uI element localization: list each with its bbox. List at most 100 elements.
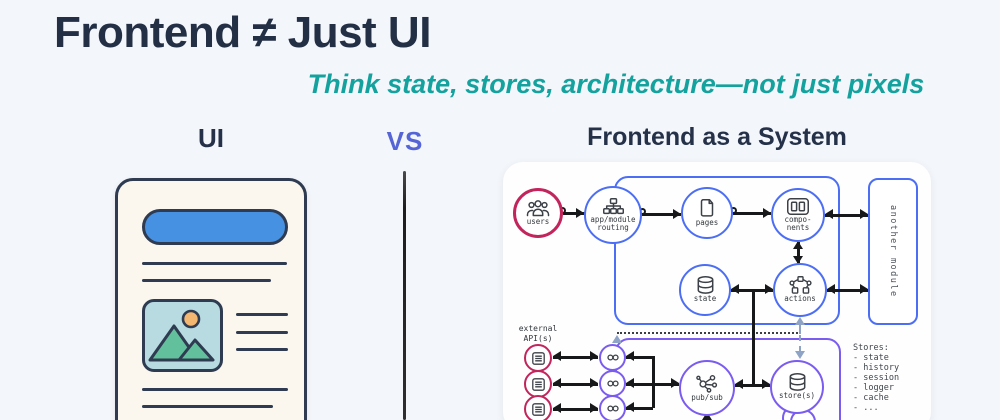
node-actions: actions (773, 263, 827, 317)
database-icon (789, 373, 805, 392)
edge-line (626, 407, 653, 410)
edge-line (553, 383, 598, 386)
edge-line (652, 356, 655, 408)
arrowhead (671, 378, 679, 388)
arrowhead (765, 284, 773, 294)
pubsub-icon (696, 374, 718, 393)
components-icon (787, 197, 809, 215)
text-line (142, 279, 271, 282)
actions-icon (788, 276, 812, 295)
pages-icon (700, 198, 714, 217)
arrowhead (735, 379, 743, 389)
wireframe-card (115, 178, 307, 420)
stores-legend-items: - state- history- session- logger- cache… (853, 353, 900, 413)
image-placeholder (142, 299, 223, 372)
arrowhead (702, 412, 712, 420)
edge-line (797, 242, 800, 263)
arrowhead (553, 351, 561, 361)
node-external-api-2 (524, 370, 552, 398)
node-users: users (513, 188, 563, 238)
api-server-icon (531, 351, 545, 365)
arrowhead (860, 209, 868, 219)
text-line (236, 313, 288, 316)
mountain-sun-icon (148, 309, 215, 362)
node-label: store(s) (778, 391, 816, 401)
stores-legend: Stores: - state- history- session- logge… (853, 343, 899, 413)
node-external-api-1 (524, 344, 552, 372)
edge-line (626, 356, 653, 359)
node-label: state (693, 294, 717, 304)
arrowhead (731, 284, 739, 294)
text-line (236, 348, 288, 351)
architecture-diagram-panel: another module (503, 162, 931, 420)
vs-label: VS (386, 126, 424, 156)
ui-column-heading: UI (198, 123, 224, 153)
vertical-divider (403, 171, 406, 420)
text-line (142, 262, 287, 265)
api-server-icon (531, 402, 545, 416)
adapter-icon (606, 405, 619, 412)
dashed-arrowhead (612, 335, 622, 343)
stores-legend-title: Stores: (853, 343, 889, 353)
users-icon (526, 199, 550, 216)
text-line (236, 331, 288, 334)
arrowhead (673, 209, 681, 219)
another-module-box: another module (868, 178, 918, 325)
node-label: compo- nents (784, 214, 812, 232)
arrowhead (553, 378, 561, 388)
page-title: Frontend ≠ Just UI (54, 8, 431, 57)
arrowhead (590, 378, 598, 388)
arrowhead (590, 351, 598, 361)
edge-line (827, 289, 868, 292)
arrowhead (626, 378, 634, 388)
dashed-arrowhead (795, 351, 805, 359)
arrowhead (825, 209, 833, 219)
module-container-frame (614, 176, 840, 325)
node-stores: store(s) (770, 360, 824, 414)
node-pubsub: pub/sub (679, 360, 735, 416)
node-label: users (526, 216, 550, 226)
node-state: state (679, 264, 731, 316)
adapter-icon (606, 354, 619, 361)
node-adapter-2 (599, 370, 626, 397)
node-app-module-routing: app/module routing (584, 186, 642, 244)
arrowhead (793, 256, 803, 264)
arrowhead (762, 379, 770, 389)
text-line (142, 405, 273, 408)
dashed-arrowhead (795, 317, 805, 325)
page-subtitle: Think state, stores, architecture—not ju… (307, 69, 925, 99)
edge-line (563, 212, 586, 215)
database-icon (697, 276, 713, 295)
edge-line (553, 356, 598, 359)
card-header-bar (142, 209, 288, 245)
another-module-label: another module (888, 205, 898, 298)
routing-icon (602, 197, 624, 214)
node-external-api-3 (524, 395, 552, 420)
edge-line (825, 214, 868, 217)
node-label: pub/sub (691, 392, 723, 402)
event-flow-dotted-line (617, 332, 801, 334)
node-adapter-1 (599, 344, 626, 371)
node-pages: pages (681, 187, 733, 239)
edge-line (642, 213, 681, 216)
arrowhead (553, 403, 561, 413)
node-adapter-3 (599, 395, 626, 420)
edge-line (752, 290, 755, 386)
arrowhead (860, 284, 868, 294)
arrowhead (793, 241, 803, 249)
event-flow-dashed-line (799, 335, 801, 352)
node-label: pages (695, 217, 719, 227)
node-components: compo- nents (771, 188, 825, 242)
arrowhead (827, 284, 835, 294)
arrowhead (763, 208, 771, 218)
arrowhead (626, 351, 634, 361)
edge-line (733, 212, 771, 215)
text-line (142, 388, 288, 391)
arrowhead (626, 402, 634, 412)
api-server-icon (531, 377, 545, 391)
edge-line (735, 384, 770, 387)
edge-line (553, 408, 598, 411)
system-column-heading: Frontend as a System (587, 123, 847, 151)
adapter-icon (606, 380, 619, 387)
arrowhead (590, 403, 598, 413)
